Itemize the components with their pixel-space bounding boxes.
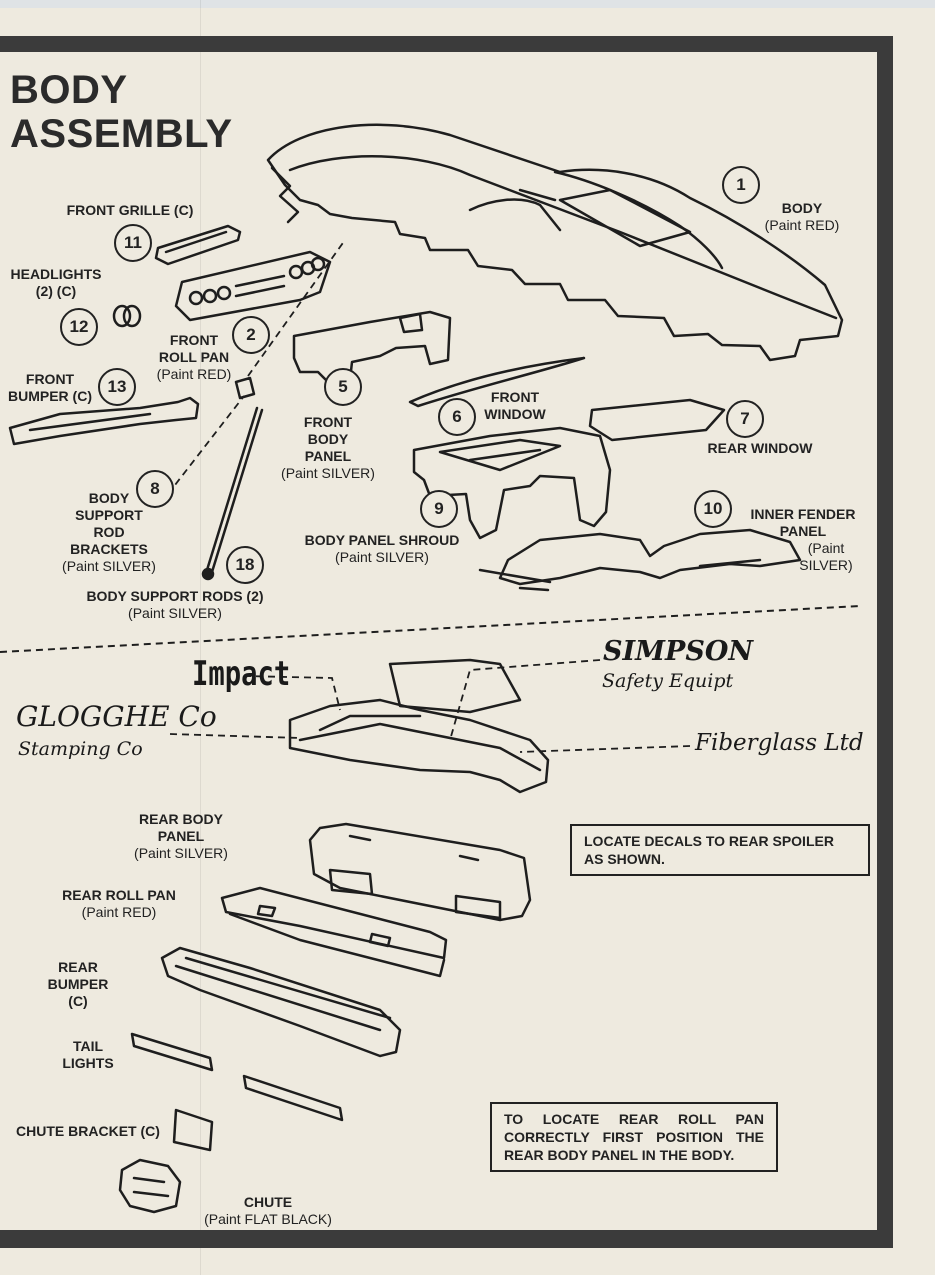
page-title: BODY ASSEMBLY: [10, 68, 233, 156]
part-rear-body-panel-drawing: [308, 822, 532, 922]
part-label-front-bumper: FRONT BUMPER (C): [8, 371, 92, 404]
part-number-1: 1: [722, 166, 760, 204]
part-label-front-body-panel-note: (Paint SILVER): [281, 465, 375, 481]
part-chute-drawing: [118, 1158, 182, 1214]
part-label-body-panel-shroud-note: (Paint SILVER): [335, 549, 429, 565]
part-rear-bumper-drawing: [160, 946, 402, 1058]
roll-pan-note: TO LOCATE REAR ROLL PAN CORRECTLY FIRST …: [490, 1102, 778, 1172]
part-rear-window-drawing: [588, 398, 726, 442]
guide-bracket-to-body: [247, 239, 346, 377]
part-front-body-panel-drawing: [292, 310, 452, 386]
part-front-grille-drawing: [154, 224, 242, 266]
guide-impact: [243, 675, 341, 711]
title-line-1: BODY: [10, 68, 128, 112]
decal-glogghe-tagline: Stamping Co: [18, 738, 143, 760]
part-label-front-body-panel-name: FRONT BODY PANEL: [303, 414, 353, 464]
decal-simpson: SIMPSON: [603, 636, 754, 667]
part-label-chute-bracket: CHUTE BRACKET (C): [16, 1123, 160, 1139]
part-front-window-drawing: [408, 356, 586, 408]
part-number-2: 2: [232, 316, 270, 354]
part-number-8: 8: [136, 470, 174, 508]
part-label-support-rods: BODY SUPPORT RODS (2) (Paint SILVER): [60, 588, 290, 622]
part-label-support-rod-brackets-note: (Paint SILVER): [62, 558, 156, 574]
top-margin-strip: [0, 0, 935, 8]
part-number-5: 5: [324, 368, 362, 406]
part-label-headlights: HEADLIGHTS (2) (C): [10, 266, 102, 299]
guide-fiberglass: [519, 745, 691, 753]
frame-border-top: [0, 36, 893, 52]
part-label-inner-fender-panel-note: (Paint SILVER): [799, 540, 853, 573]
fold-line: [200, 0, 201, 1275]
decal-glogghe: GLOGGHE Co: [16, 700, 217, 733]
part-label-front-grille: FRONT GRILLE (C): [66, 202, 194, 218]
part-brackets-drawing: [234, 376, 256, 400]
part-label-body-panel-shroud-name: BODY PANEL SHROUD: [304, 532, 460, 548]
part-label-rear-roll-pan-note: (Paint RED): [81, 904, 157, 920]
part-label-front-roll-pan-note: (Paint RED): [156, 366, 232, 382]
part-label-chute-note: (Paint FLAT BLACK): [204, 1211, 332, 1227]
part-support-rods-drawing: [201, 406, 264, 581]
decal-placement-note: LOCATE DECALS TO REAR SPOILER AS SHOWN.: [570, 824, 870, 876]
part-label-front-roll-pan-name: FRONT ROLL PAN: [158, 332, 230, 365]
part-label-body-name: BODY: [781, 200, 823, 216]
part-label-body-panel-shroud: BODY PANEL SHROUD (Paint SILVER): [282, 532, 482, 566]
part-label-chute-name: CHUTE: [243, 1194, 293, 1210]
guide-bracket-leader: [167, 395, 245, 495]
part-label-inner-fender-panel-name: INNER FENDER PANEL: [750, 506, 856, 539]
title-line-2: ASSEMBLY: [10, 112, 233, 156]
part-chute-bracket-drawing: [172, 1108, 214, 1152]
part-label-tail-lights: TAIL LIGHTS: [62, 1038, 114, 1071]
part-label-support-rods-note: (Paint SILVER): [128, 605, 222, 621]
part-label-body: BODY (Paint RED): [742, 200, 862, 234]
part-rear-spoiler-drawing: [288, 658, 550, 794]
part-number-10: 10: [694, 490, 732, 528]
part-label-rear-window: REAR WINDOW: [707, 440, 813, 456]
part-label-support-rods-name: BODY SUPPORT RODS (2): [86, 588, 264, 604]
part-label-chute: CHUTE (Paint FLAT BLACK): [188, 1194, 348, 1228]
decal-impact: Impact: [192, 654, 291, 694]
decal-simpson-tagline: Safety Equipt: [602, 670, 734, 692]
part-body-drawing: [266, 123, 844, 362]
part-front-roll-pan-drawing: [174, 250, 332, 322]
part-number-13: 13: [98, 368, 136, 406]
decal-fiberglass: Fiberglass Ltd: [695, 730, 864, 756]
part-label-support-rod-brackets: BODY SUPPORT ROD BRACKETS (Paint SILVER): [44, 490, 174, 575]
part-label-rear-body-panel-name: REAR BODY PANEL: [138, 811, 223, 844]
part-headlights-drawing: [112, 304, 142, 328]
part-label-inner-fender-panel: INNER FENDER PANEL (Paint SILVER): [740, 506, 866, 574]
frame-border-right: [877, 36, 893, 1248]
part-rear-roll-pan-drawing: [220, 886, 448, 978]
guide-glogghe: [169, 733, 301, 739]
part-label-front-window: FRONT WINDOW: [484, 389, 546, 422]
part-number-11: 11: [114, 224, 152, 262]
frame-border-bottom: [0, 1230, 893, 1248]
part-number-18: 18: [226, 546, 264, 584]
part-label-body-note: (Paint RED): [764, 217, 840, 233]
part-number-6: 6: [438, 398, 476, 436]
guide-simpson: [449, 659, 601, 741]
part-label-front-roll-pan: FRONT ROLL PAN (Paint RED): [150, 332, 238, 383]
part-inner-fender-drawing: [478, 528, 802, 592]
part-number-9: 9: [420, 490, 458, 528]
part-tail-lights-drawing: [130, 1032, 344, 1122]
part-label-rear-roll-pan-name: REAR ROLL PAN: [62, 887, 176, 903]
part-label-front-body-panel: FRONT BODY PANEL (Paint SILVER): [264, 414, 392, 482]
part-label-rear-body-panel: REAR BODY PANEL (Paint SILVER): [126, 811, 236, 862]
part-label-rear-roll-pan: REAR ROLL PAN (Paint RED): [34, 887, 204, 921]
part-number-12: 12: [60, 308, 98, 346]
part-label-support-rod-brackets-name: BODY SUPPORT ROD BRACKETS: [70, 490, 148, 557]
part-front-bumper-drawing: [8, 396, 200, 446]
part-label-rear-bumper: REAR BUMPER (C): [47, 959, 109, 1009]
part-number-7: 7: [726, 400, 764, 438]
part-label-rear-body-panel-note: (Paint SILVER): [134, 845, 228, 861]
